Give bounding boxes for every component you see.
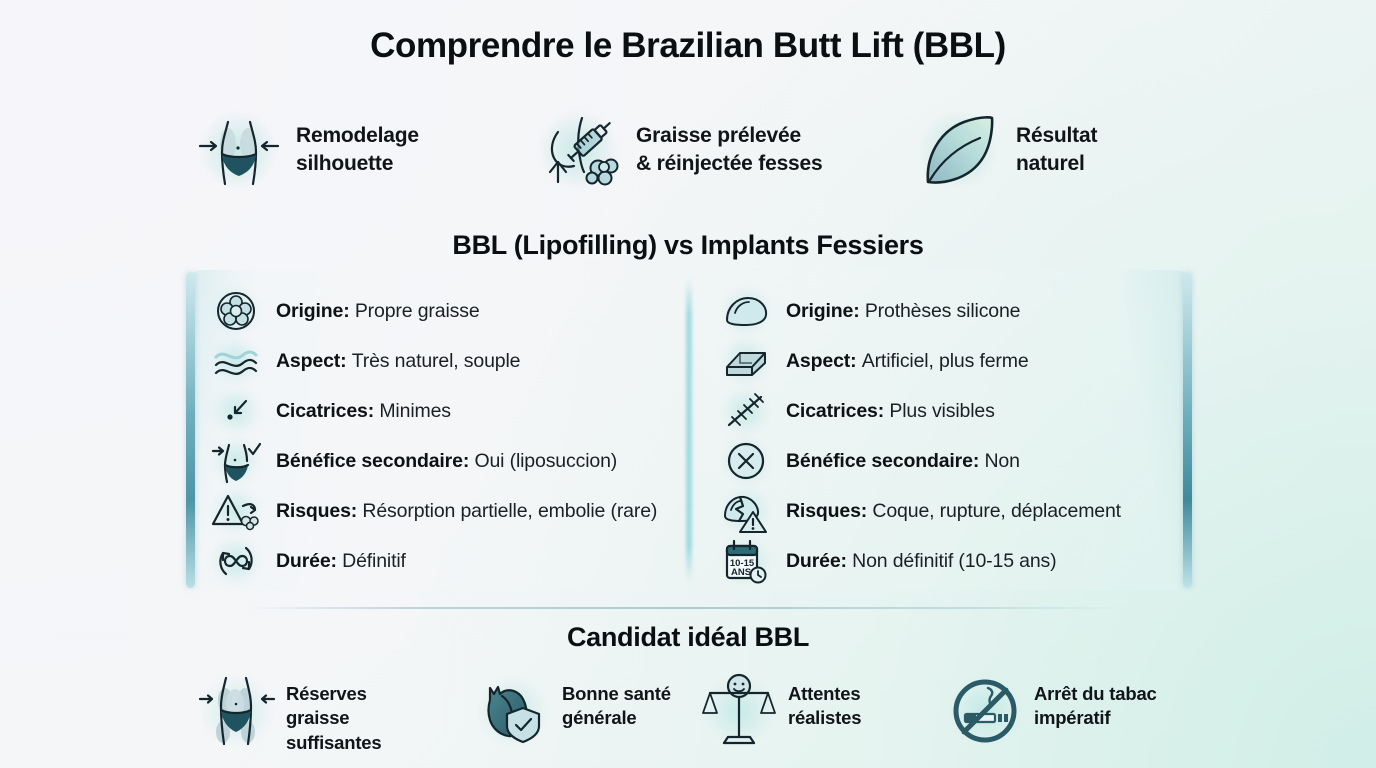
comparison-row: Bénéfice secondaire: Oui (liposuccion)	[210, 436, 686, 486]
circle-x-icon	[720, 437, 772, 485]
comparison-row: Aspect: Très naturel, souple	[210, 336, 686, 386]
comparison-row-text: Origine: Propre graisse	[276, 300, 480, 323]
comparison-row-text: Risques: Résorption partielle, embolie (…	[276, 500, 657, 523]
row-value: Plus visibles	[889, 399, 995, 422]
top-benefit-label: Graisse prélevée& réinjectée fesses	[636, 124, 823, 175]
heart-shield-icon	[472, 668, 554, 754]
comparison-row: Cicatrices: Plus visibles	[720, 386, 1192, 436]
row-value: Propre graisse	[354, 299, 480, 322]
body-fat-reserves-icon	[196, 668, 278, 754]
comparison-row-text: Risques: Coque, rupture, déplacement	[786, 500, 1121, 523]
fat-cells-cluster-icon	[210, 287, 262, 335]
row-value: Coque, rupture, déplacement	[872, 499, 1121, 522]
warning-resorption-icon	[210, 487, 262, 535]
broken-implant-warning-icon	[720, 487, 772, 535]
panel-accent-edge-right	[1183, 272, 1192, 588]
comparison-row-text: Bénéfice secondaire: Non	[786, 450, 1020, 473]
comparison-panels: Origine: Propre graisse Aspe	[186, 270, 1192, 590]
infinity-cycle-icon	[210, 537, 262, 585]
comparison-row: Durée: Définitif	[210, 536, 686, 586]
comparison-row-text: Origine: Prothèses silicone	[786, 299, 1021, 323]
implants-panel: Origine: Prothèses silicone	[692, 270, 1192, 590]
row-label: Durée:	[786, 549, 853, 572]
syringe-fat-cells-icon	[530, 102, 626, 198]
row-value: Oui (liposuccion)	[474, 449, 618, 472]
comparison-row: Bénéfice secondaire: Non	[720, 436, 1192, 486]
comparison-row: Risques: Coque, rupture, déplacement	[720, 486, 1192, 536]
panel-divider	[686, 278, 692, 582]
panel-accent-edge-left	[186, 272, 195, 588]
row-label: Bénéfice secondaire:	[786, 449, 985, 472]
top-benefit-item: Graisse prélevée& réinjectée fesses	[530, 102, 910, 198]
comparison-row-text: Bénéfice secondaire: Oui (liposuccion)	[276, 450, 617, 473]
row-label: Risques:	[276, 499, 363, 522]
balance-smiley-icon	[698, 668, 780, 754]
row-value: Non définitif (10-15 ans)	[852, 549, 1057, 572]
row-value: Artificiel, plus ferme	[861, 349, 1029, 372]
comparison-row: Aspect: Artificiel, plus ferme	[720, 336, 1192, 386]
section-divider	[248, 607, 1128, 609]
row-label: Durée:	[276, 549, 343, 572]
row-label: Aspect:	[786, 349, 862, 372]
comparison-row: 10-15 ANS Durée: Non définitif (10-15 an…	[720, 536, 1192, 586]
comparison-row-text: Durée: Non définitif (10-15 ans)	[786, 550, 1057, 573]
no-smoking-icon	[944, 668, 1026, 754]
calendar-years-line1: 10-15	[730, 558, 755, 569]
comparison-row: Risques: Résorption partielle, embolie (…	[210, 486, 686, 536]
comparison-row: Cicatrices: Minimes	[210, 386, 686, 436]
row-label: Origine:	[276, 299, 355, 322]
row-value: Définitif	[342, 549, 406, 572]
row-value: Non	[984, 449, 1020, 472]
row-value: Prothèses silicone	[864, 299, 1021, 322]
row-label: Cicatrices:	[276, 399, 380, 422]
comparison-row-text: Aspect: Très naturel, souple	[276, 349, 521, 373]
solid-block-icon	[720, 337, 772, 385]
row-label: Risques:	[786, 499, 873, 522]
comparison-row-text: Cicatrices: Minimes	[276, 400, 451, 423]
body-check-icon	[210, 437, 262, 485]
candidate-title: Candidat idéal BBL	[566, 622, 810, 652]
comparison-row: Origine: Prothèses silicone	[720, 286, 1192, 336]
row-label: Aspect:	[276, 349, 352, 372]
row-value: Très naturel, souple	[351, 349, 521, 372]
comparison-row-text: Durée: Définitif	[276, 550, 406, 573]
stitched-scar-icon	[720, 387, 772, 435]
body-silhouette-arrows-icon	[190, 102, 286, 198]
soft-waves-icon	[210, 337, 262, 385]
calendar-10-15-ans-icon: 10-15 ANS	[720, 537, 772, 585]
tiny-scar-dot-icon	[210, 387, 262, 435]
bbl-panel: Origine: Propre graisse Aspe	[186, 270, 686, 590]
calendar-years-line2: ANS	[731, 567, 751, 578]
leaf-icon	[910, 102, 1006, 198]
comparison-row-text: Aspect: Artificiel, plus ferme	[786, 350, 1029, 373]
row-value: Minimes	[379, 399, 451, 422]
row-label: Origine:	[786, 299, 865, 322]
comparison-row: Origine: Propre graisse	[210, 286, 686, 336]
row-label: Cicatrices:	[786, 399, 890, 422]
row-value: Résorption partielle, embolie (rare)	[362, 499, 658, 522]
comparison-title: BBL (Lipofilling) vs Implants Fessiers	[452, 230, 924, 260]
comparison-row-text: Cicatrices: Plus visibles	[786, 400, 995, 423]
page-title: Comprendre le Brazilian Butt Lift (BBL)	[370, 26, 1006, 65]
row-label: Bénéfice secondaire:	[276, 449, 475, 472]
silicone-implant-icon	[720, 287, 772, 335]
